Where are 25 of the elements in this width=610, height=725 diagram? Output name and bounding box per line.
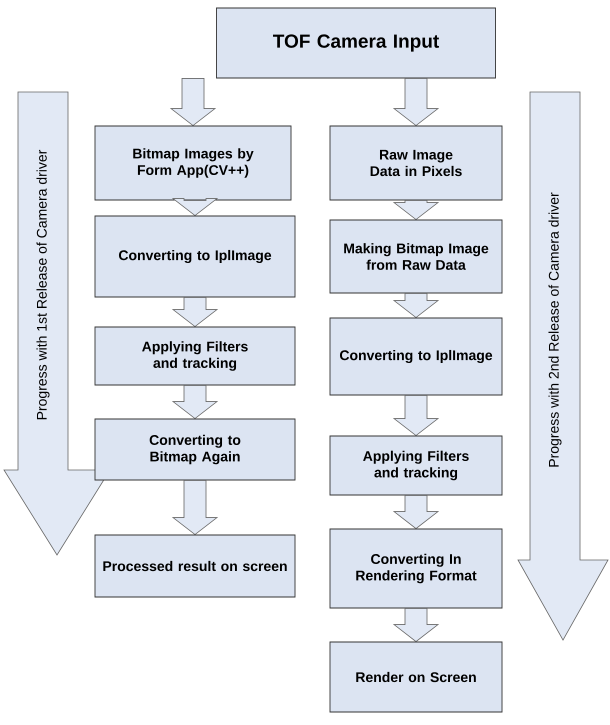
block-arrow [172, 480, 218, 536]
process-box: Making Bitmap Image from Raw Data [330, 220, 502, 294]
block-arrow [392, 395, 440, 436]
process-box: TOF Camera Input [216, 8, 496, 78]
arrow-label: Progress with 2nd Release of Camera driver [548, 192, 562, 467]
process-box: Bitmap Images by Form App(CV++) [94, 126, 292, 200]
block-arrow [392, 200, 440, 220]
block-arrow [172, 297, 218, 328]
process-box: Converting to IplImage [330, 318, 502, 396]
process-box: Applying Filters and tracking [330, 436, 502, 496]
block-arrow [392, 78, 440, 126]
process-box: Raw Image Data in Pixels [330, 126, 502, 200]
block-arrow [392, 608, 440, 642]
process-box: Converting to IplImage [94, 216, 296, 298]
process-box: Converting In Rendering Format [330, 528, 502, 608]
arrow-label: Progress with 1st Release of Camera driver [36, 150, 50, 420]
block-arrow [170, 78, 216, 126]
block-arrow [392, 495, 440, 530]
process-box: Render on Screen [330, 642, 502, 712]
block-arrow [172, 198, 218, 216]
block-arrow [172, 385, 218, 420]
process-box: Processed result on screen [94, 534, 296, 598]
process-box: Applying Filters and tracking [94, 326, 296, 386]
process-box: Converting to Bitmap Again [94, 418, 296, 480]
block-arrow [392, 293, 440, 318]
